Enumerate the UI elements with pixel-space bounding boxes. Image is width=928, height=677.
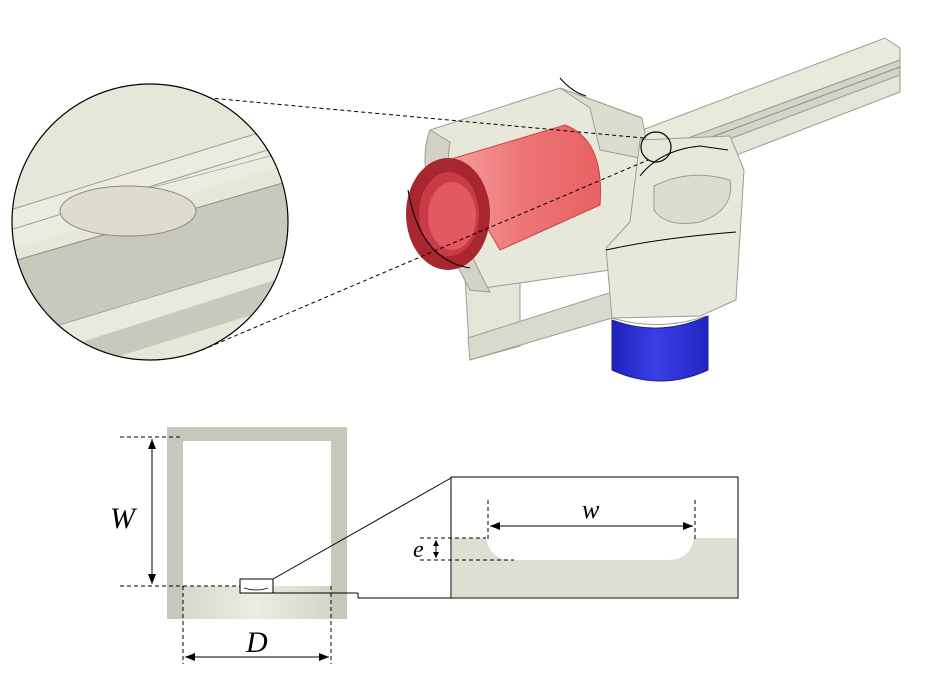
frame-left-wall bbox=[167, 427, 183, 619]
detail-circle bbox=[640, 131, 672, 163]
dimension-D: D bbox=[182, 586, 332, 664]
label-W: W bbox=[110, 502, 138, 535]
cross-section bbox=[167, 427, 452, 619]
groove-marker-box bbox=[239, 578, 274, 594]
label-w: w bbox=[582, 495, 600, 524]
dimension-W: W bbox=[110, 436, 240, 587]
frame-top-wall bbox=[167, 427, 345, 441]
label-e: e bbox=[413, 537, 424, 563]
groove-profile bbox=[452, 538, 737, 597]
zoom-view bbox=[11, 83, 289, 361]
label-D: D bbox=[245, 626, 268, 659]
groove-inset: w e bbox=[413, 476, 739, 599]
side-housing bbox=[605, 135, 745, 325]
red-tube bbox=[406, 124, 602, 270]
frame-right-wall bbox=[331, 427, 347, 619]
blue-cylinder bbox=[611, 315, 709, 382]
groove-oval bbox=[59, 185, 197, 237]
assembly-3d bbox=[406, 37, 901, 382]
zoom-leader-lines bbox=[165, 93, 649, 351]
